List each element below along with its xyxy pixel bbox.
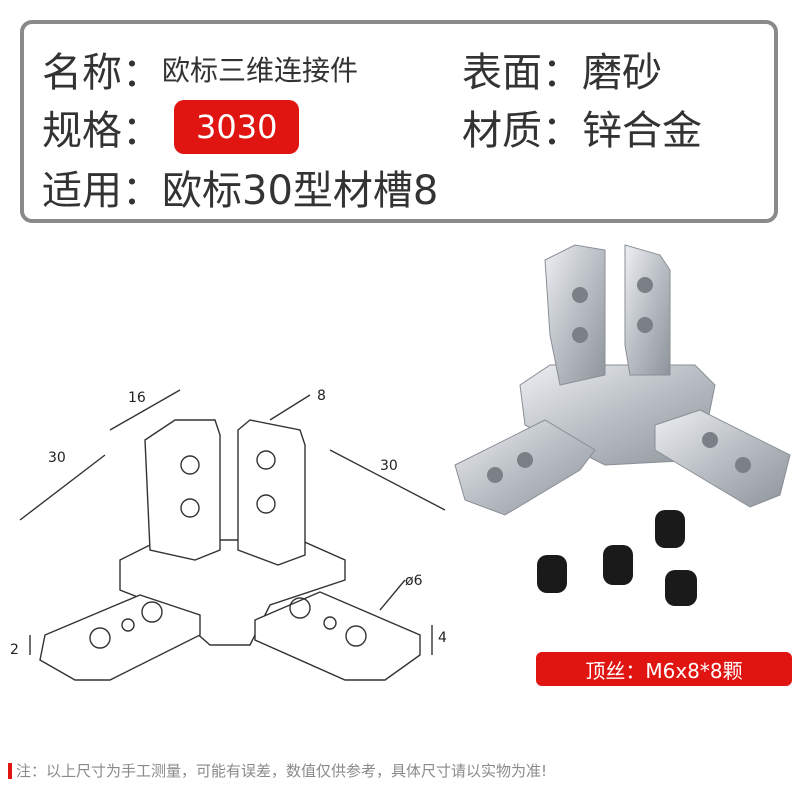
dim-30-right: 30 bbox=[380, 458, 398, 474]
spec-size-row: 规格： 3030 bbox=[42, 98, 300, 156]
drawing-right-arm bbox=[254, 591, 421, 681]
drawing-left-arm bbox=[39, 594, 201, 681]
drawing-right-block bbox=[237, 419, 306, 566]
applicable-label: 适用： bbox=[42, 168, 162, 214]
name-label: 名称： bbox=[42, 50, 162, 96]
spec-material-row: 材质： 锌合金 bbox=[462, 98, 702, 156]
drawing-left-block bbox=[144, 419, 221, 561]
spec-applicable-row: 适用： 欧标30型材槽8 bbox=[42, 158, 438, 216]
disclaimer-note: 注：以上尺寸为手工测量，可能有误差，数值仅供参考，具体尺寸请以实物为准! bbox=[8, 760, 547, 781]
note-text: 注：以上尺寸为手工测量，可能有误差，数值仅供参考，具体尺寸请以实物为准! bbox=[16, 762, 548, 780]
name-value: 欧标三维连接件 bbox=[162, 54, 359, 87]
spec-panel: 名称： 欧标三维连接件 表面： 磨砂 规格： 3030 材质： 锌合金 适用： … bbox=[20, 20, 778, 223]
dim-2: 2 bbox=[10, 642, 19, 658]
size-label: 规格： bbox=[42, 108, 162, 154]
product-photo bbox=[454, 244, 791, 606]
screw-label: 顶丝：M6x8*8颗 bbox=[536, 652, 792, 686]
note-marker bbox=[8, 762, 12, 779]
surface-value: 磨砂 bbox=[582, 50, 662, 96]
dim-8: 8 bbox=[317, 388, 326, 404]
dim-4: 4 bbox=[438, 630, 447, 646]
spec-surface-row: 表面： 磨砂 bbox=[462, 40, 662, 98]
size-badge: 3030 bbox=[174, 100, 300, 154]
surface-label: 表面： bbox=[462, 50, 582, 96]
applicable-value: 欧标30型材槽8 bbox=[162, 168, 439, 214]
dim-phi6: ø6 bbox=[405, 573, 423, 589]
material-value: 锌合金 bbox=[582, 108, 702, 154]
dim-16: 16 bbox=[128, 390, 146, 406]
dimension-drawing: 16 8 30 30 ø6 2 4 bbox=[10, 388, 447, 681]
material-label: 材质： bbox=[462, 108, 582, 154]
dim-30-left: 30 bbox=[48, 450, 66, 466]
spec-name-row: 名称： 欧标三维连接件 bbox=[42, 40, 358, 98]
